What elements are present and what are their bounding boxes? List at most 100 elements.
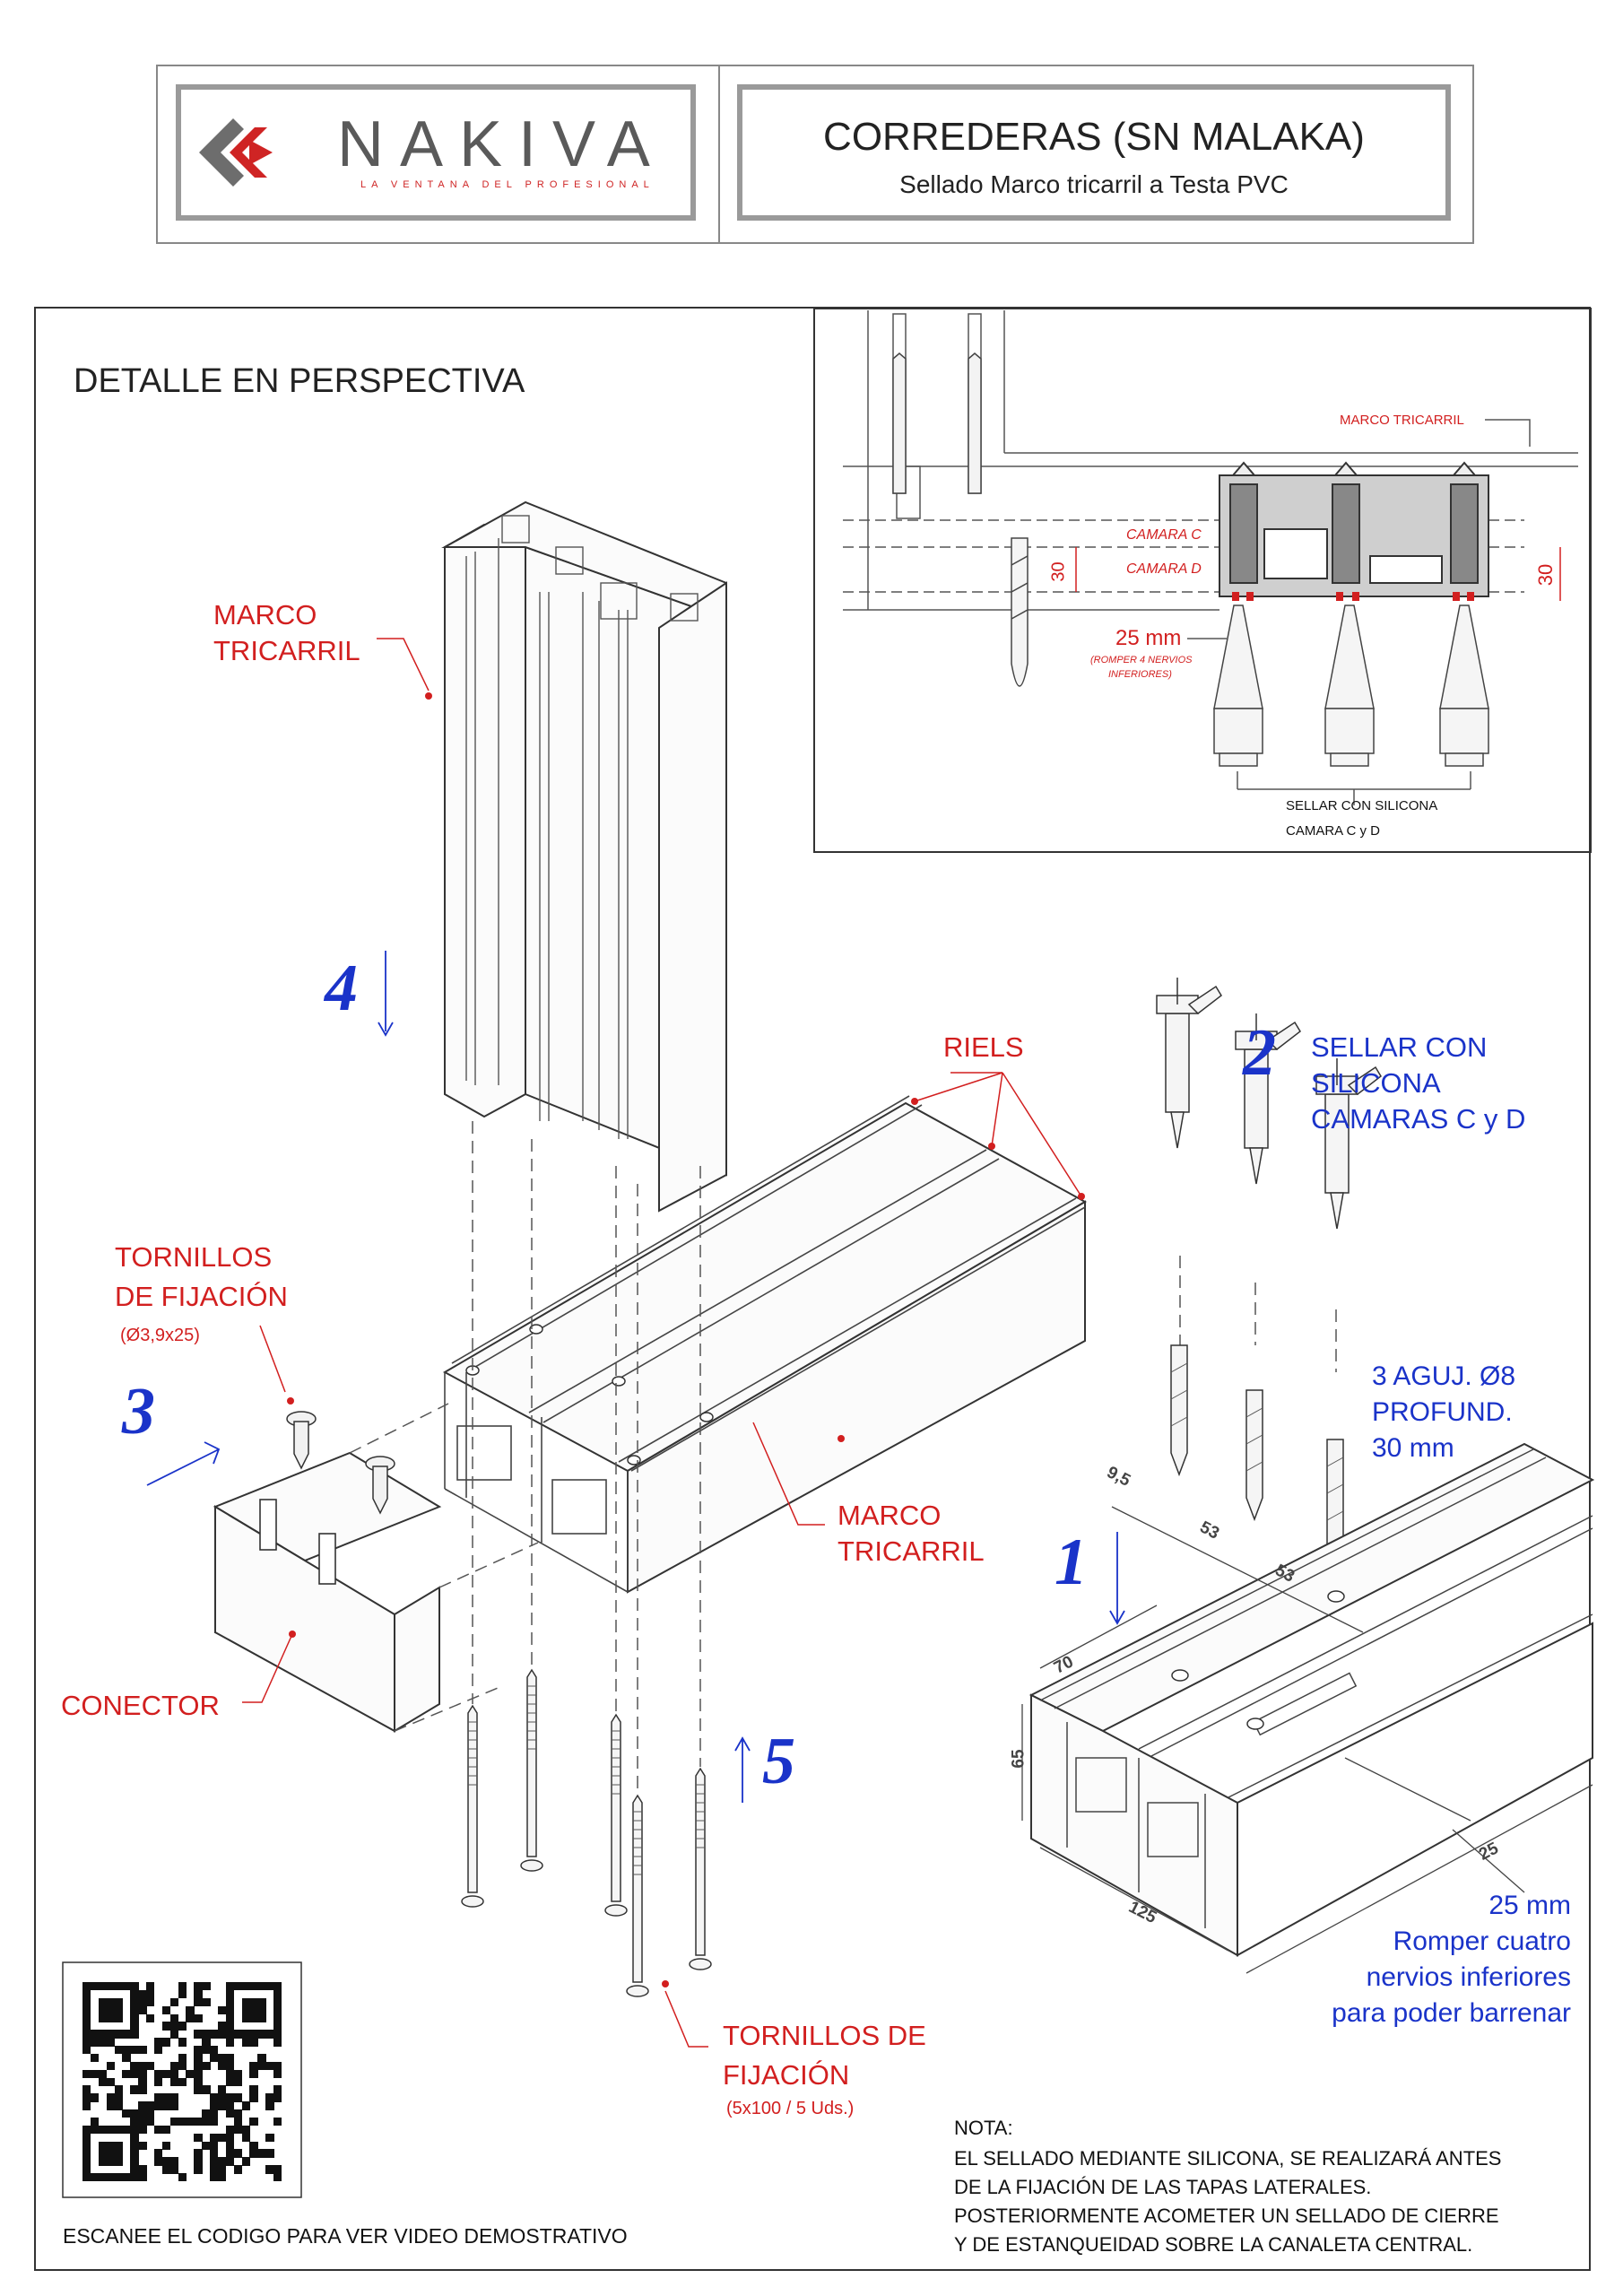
label-romper-4: para poder barrenar <box>1332 1998 1571 2028</box>
qr-module <box>138 2085 147 2094</box>
qr-module <box>202 2109 211 2118</box>
qr-module <box>225 2022 235 2031</box>
label-sellar-2: SILICONA <box>1311 1067 1441 1099</box>
qr-module <box>249 2069 258 2079</box>
qr-module <box>146 2101 155 2110</box>
qr-module <box>161 2069 171 2079</box>
qr-module <box>161 2038 171 2047</box>
qr-module <box>130 2085 139 2094</box>
qr-module <box>106 2125 115 2135</box>
qr-module <box>273 2093 282 2102</box>
qr-module <box>122 2053 131 2063</box>
qr-module <box>273 2069 282 2079</box>
qr-module <box>210 2101 219 2110</box>
qr-module <box>161 2141 171 2150</box>
qr-module <box>114 1997 123 2007</box>
qr-module <box>98 2077 108 2086</box>
inset-label-sellar-1: SELLAR CON SILICONA <box>1286 798 1438 813</box>
page-title: CORREDERAS (SN MALAKA) <box>823 115 1365 159</box>
qr-module <box>202 2117 211 2126</box>
qr-module <box>233 2109 243 2118</box>
qr-module <box>138 1989 147 1999</box>
qr-module <box>82 2173 91 2182</box>
label-sellar-3: CAMARAS C y D <box>1311 1103 1526 1135</box>
qr-module <box>114 2093 123 2102</box>
qr-module <box>186 2005 195 2014</box>
qr-module <box>114 2005 123 2014</box>
page-subtitle: Sellado Marco tricarril a Testa PVC <box>899 170 1289 198</box>
qr-module <box>241 1982 250 1991</box>
qr-module <box>225 2061 235 2071</box>
section-title: DETALLE EN PERSPECTIVA <box>74 362 525 400</box>
qr-module <box>114 2157 123 2166</box>
qr-module <box>210 2157 219 2166</box>
qr-module <box>82 1989 91 1999</box>
qr-caption: ESCANEE EL CODIGO PARA VER VIDEO DEMOSTR… <box>63 2224 628 2248</box>
qr-module <box>178 2117 187 2126</box>
qr-module <box>273 2022 282 2031</box>
qr-module <box>225 2141 235 2150</box>
qr-module <box>122 1982 131 1991</box>
qr-module <box>225 2133 235 2143</box>
qr-module <box>273 2061 282 2071</box>
qr-module <box>194 2149 203 2158</box>
qr-module <box>82 2125 91 2135</box>
qr-module <box>106 2061 115 2071</box>
qr-module <box>241 2157 250 2166</box>
qr-module <box>82 2101 91 2110</box>
qr-module <box>161 2165 171 2174</box>
qr-module <box>169 1997 179 2007</box>
qr-module <box>194 2046 203 2055</box>
qr-module <box>225 1997 235 2007</box>
label-marco-top-2: TRICARRIL <box>213 635 360 666</box>
inset-label-25mm: 25 mm <box>1115 626 1182 650</box>
qr-module <box>130 2005 139 2014</box>
qr-module <box>169 2117 179 2126</box>
qr-module <box>210 2149 219 2158</box>
inset-label-romper-1: (ROMPER 4 NERVIOS <box>1090 655 1193 665</box>
qr-module <box>194 2069 203 2079</box>
qr-module <box>225 2038 235 2047</box>
qr-module <box>178 2077 187 2086</box>
qr-module <box>273 2030 282 2039</box>
qr-module <box>153 2069 163 2079</box>
qr-module <box>210 2109 219 2118</box>
qr-module <box>217 2061 227 2071</box>
qr-module <box>225 2005 235 2014</box>
qr-module <box>82 2093 91 2102</box>
qr-module <box>130 2046 139 2055</box>
qr-module <box>130 2109 139 2118</box>
qr-module <box>273 2173 282 2182</box>
qr-module <box>90 2030 100 2039</box>
qr-module <box>257 2149 266 2158</box>
qr-module <box>257 1997 266 2007</box>
qr-code-pattern[interactable] <box>82 1982 282 2182</box>
brand-tagline: LA VENTANA DEL PROFESIONAL <box>360 179 655 190</box>
nota-line-4: Y DE ESTANQUEIDAD SOBRE LA CANALETA CENT… <box>954 2233 1473 2256</box>
qr-module <box>122 2046 131 2055</box>
label-romper-3: nervios inferiores <box>1366 1962 1571 1992</box>
qr-module <box>90 2173 100 2182</box>
qr-module <box>217 2101 227 2110</box>
nota-heading: NOTA: <box>954 2117 1013 2139</box>
qr-module <box>161 2093 171 2102</box>
qr-module <box>210 2173 219 2182</box>
qr-module <box>225 2125 235 2135</box>
qr-module <box>114 2101 123 2110</box>
qr-module <box>82 2085 91 2094</box>
qr-module <box>233 2125 243 2135</box>
qr-module <box>217 2165 227 2174</box>
qr-module <box>265 2149 274 2158</box>
inset-label-camara-c: CAMARA C <box>1126 527 1202 543</box>
inset-label-marco: MARCO TRICARRIL <box>1340 413 1464 428</box>
qr-module <box>194 2085 203 2094</box>
qr-module <box>194 2157 203 2166</box>
qr-module <box>273 1997 282 2007</box>
drawing-frame <box>34 307 1591 2271</box>
qr-module <box>265 2165 274 2174</box>
qr-module <box>194 2077 203 2086</box>
qr-module <box>169 2013 179 2022</box>
qr-module <box>114 2013 123 2022</box>
inset-dim-30-left: 30 <box>1048 561 1069 582</box>
qr-module <box>194 2053 203 2063</box>
